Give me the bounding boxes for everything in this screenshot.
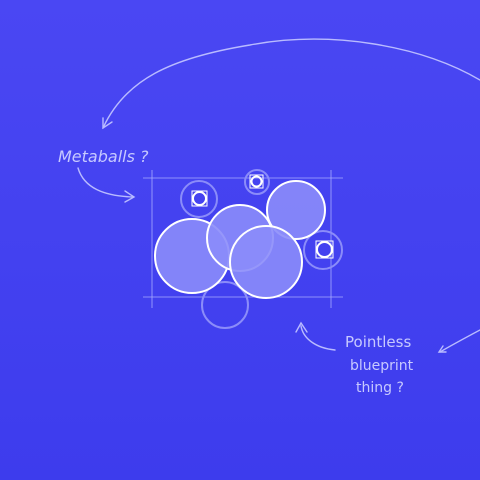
metaball-outline	[180, 180, 218, 218]
metaballs-label: Metaballs ?	[58, 147, 149, 166]
metaball-cluster	[154, 180, 326, 299]
crosshair-icon	[191, 190, 208, 207]
pointer-arrow-icon	[77, 167, 134, 198]
curved-arrow-head-icon	[102, 117, 113, 130]
pointer-arrow-head-icon	[124, 190, 136, 203]
metaball-outline	[244, 169, 270, 195]
curved-arrow-head-icon	[437, 345, 447, 353]
curved-arrow-icon	[102, 38, 480, 129]
blueprint-lines	[143, 170, 343, 308]
pointer-arrow-icon	[300, 325, 336, 351]
metaball-outline	[303, 230, 343, 270]
curved-arrow-icon	[439, 329, 480, 353]
pointless-label-line2: blueprint	[350, 358, 414, 374]
pointless-label-line3: thing ?	[356, 380, 404, 396]
crosshair-icon	[315, 240, 334, 259]
crosshair-icon	[249, 174, 264, 189]
pointless-label-line1: Pointless	[345, 333, 411, 351]
metaball-outline	[201, 281, 249, 329]
pointer-arrow-head-icon	[295, 321, 308, 333]
